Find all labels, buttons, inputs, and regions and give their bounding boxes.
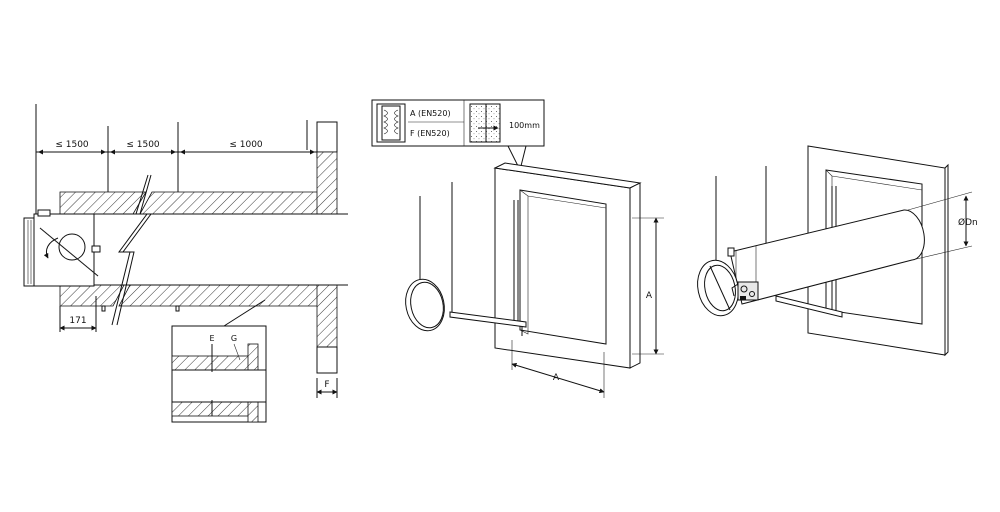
damper-mechanism — [731, 281, 759, 301]
duct-insulation-bottom-left — [59, 284, 125, 307]
legend-callout-pointer — [507, 145, 527, 172]
wall-frame-side — [944, 163, 949, 357]
support-bar — [449, 311, 527, 328]
damper-flange-left — [23, 217, 35, 287]
legend-f-label: F (EN520) — [410, 129, 450, 138]
legend-board-inner — [381, 105, 401, 141]
mechanism-gear — [749, 291, 755, 297]
mechanism-lever — [731, 283, 739, 297]
opening-height-label: A — [646, 291, 653, 301]
detail-wall-top — [247, 343, 259, 371]
duct-insulation-bottom-right — [118, 284, 319, 307]
damper-blade-circle — [58, 233, 86, 261]
detail-insulation-top — [171, 355, 251, 371]
diameter-label: ØDn — [958, 217, 978, 228]
wall-lower — [316, 284, 338, 348]
sealing-ring-inner — [410, 281, 444, 329]
duct-insulation-top-right — [139, 191, 319, 215]
legend-fill-icon — [469, 103, 501, 143]
mechanism-knob — [740, 296, 746, 300]
duct-bracket — [727, 247, 735, 257]
wall-bottom — [316, 346, 338, 374]
wall-upper — [316, 151, 338, 215]
mechanism-gear — [740, 285, 748, 293]
legend-wool-icon — [383, 109, 399, 135]
detail-insulation-bottom — [171, 401, 251, 417]
frame-view: A (EN520) F (EN520) 100mm A A — [371, 99, 664, 398]
damper-blade — [709, 265, 731, 311]
damper-end-inner — [704, 264, 736, 312]
insulation-thickness-label: 100mm — [509, 121, 540, 130]
break-line — [111, 174, 149, 326]
damper-handle — [91, 245, 101, 253]
dim-extension — [907, 191, 973, 211]
offset-label: 171 — [69, 316, 86, 326]
spacing-label-2: ≤ 1500 — [126, 140, 160, 150]
installed-view: ØDn — [697, 145, 978, 357]
stud — [175, 305, 180, 312]
spacing-label-3: ≤ 1000 — [229, 140, 263, 150]
spacing-label-1: ≤ 1500 — [55, 140, 89, 150]
wall-thickness-label: F — [324, 380, 329, 390]
damper-bracket — [37, 209, 51, 217]
damper-blade-highlight — [39, 227, 99, 277]
support-bar — [775, 295, 843, 318]
legend-a-label: A (EN520) — [410, 109, 451, 118]
duct-insulation-top-left — [59, 191, 147, 215]
frame-side-edge — [629, 182, 641, 369]
opening-width-dimension — [511, 362, 605, 394]
opening-width-label: A — [553, 373, 560, 383]
wall-top — [316, 121, 338, 153]
break-line — [116, 174, 152, 326]
rotation-arrow — [43, 237, 59, 259]
frame-opening — [519, 189, 607, 345]
stud — [101, 305, 106, 312]
detail-label-g: G — [231, 334, 237, 343]
sealing-ring — [405, 278, 445, 332]
detail-g-leader — [233, 343, 241, 361]
frame-opening-depth — [519, 189, 607, 335]
detail-label-e: E — [209, 334, 214, 343]
damper-body — [33, 213, 95, 287]
section-view: ≤ 1500 ≤ 1500 ≤ 1000 F — [23, 104, 348, 423]
dim-extension — [911, 245, 973, 261]
detail-wall-bottom — [247, 401, 259, 423]
detail-leader — [223, 299, 266, 327]
